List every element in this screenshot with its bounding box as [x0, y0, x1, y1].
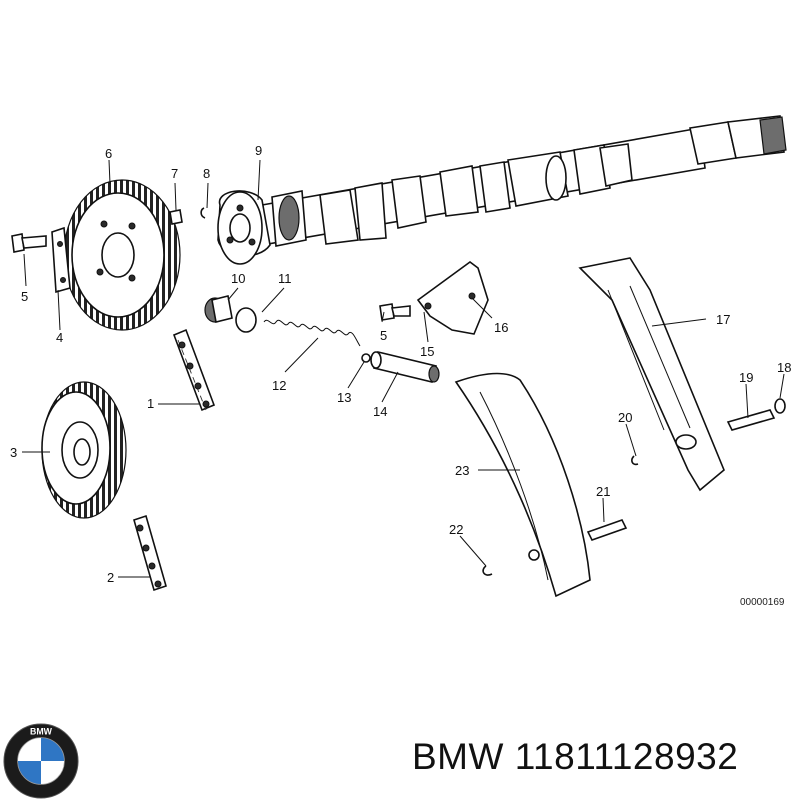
bolt-15 [379, 303, 411, 321]
callout-11: 11 [278, 271, 292, 286]
callout-15: 15 [420, 344, 434, 359]
tensioner-rail [454, 372, 591, 598]
washer-7 [169, 209, 183, 225]
callout-23: 23 [455, 463, 469, 478]
camshaft [217, 115, 787, 265]
tensioner-piston [370, 351, 440, 383]
callout-9: 9 [255, 143, 262, 158]
callout-3: 3 [10, 445, 17, 460]
callout-10: 10 [231, 271, 245, 286]
bolt-left [11, 233, 47, 253]
lock-plate [51, 226, 71, 294]
bmw-logo: BMW [3, 723, 79, 799]
timing-chain-upper [172, 328, 216, 412]
callout-7: 7 [171, 166, 178, 181]
callout-labels: 1 2 3 4 5 5 6 7 8 9 10 11 12 13 14 15 16… [10, 143, 791, 585]
part-number-title: BMW 11811128932 [412, 736, 739, 777]
bracket-16 [416, 261, 489, 335]
callout-4: 4 [56, 330, 63, 345]
callout-18: 18 [777, 360, 791, 375]
callout-17: 17 [716, 312, 730, 327]
svg-text:BMW: BMW [30, 727, 53, 737]
seal-ring [235, 307, 257, 333]
washer-18 [774, 398, 786, 414]
callout-20: 20 [618, 410, 632, 425]
clip-20 [631, 455, 639, 466]
callout-19: 19 [739, 370, 753, 385]
callout-8: 8 [203, 166, 210, 181]
pin-19 [726, 409, 776, 431]
callout-2: 2 [107, 570, 114, 585]
pin-21 [586, 519, 628, 541]
callout-5-right: 5 [380, 328, 387, 343]
callout-1: 1 [147, 396, 154, 411]
upper-sprocket [63, 179, 181, 331]
callout-14: 14 [373, 404, 387, 419]
ball-13 [361, 353, 371, 363]
clip-8 [200, 207, 206, 219]
clip-22 [482, 565, 493, 576]
leader-lines [22, 159, 785, 578]
callout-16: 16 [494, 320, 508, 335]
lower-sprocket [41, 381, 127, 519]
timing-chain-lower [133, 514, 167, 592]
callout-21: 21 [596, 484, 610, 499]
callout-13: 13 [337, 390, 351, 405]
callout-6: 6 [105, 146, 112, 161]
chain-guide-rail [578, 257, 725, 492]
tensioner-housing [204, 295, 233, 323]
callout-12: 12 [272, 378, 286, 393]
callout-22: 22 [449, 522, 463, 537]
drawing-reference-id: 00000169 [740, 597, 785, 608]
tensioner-spring [263, 319, 361, 347]
callout-5-left: 5 [21, 289, 28, 304]
